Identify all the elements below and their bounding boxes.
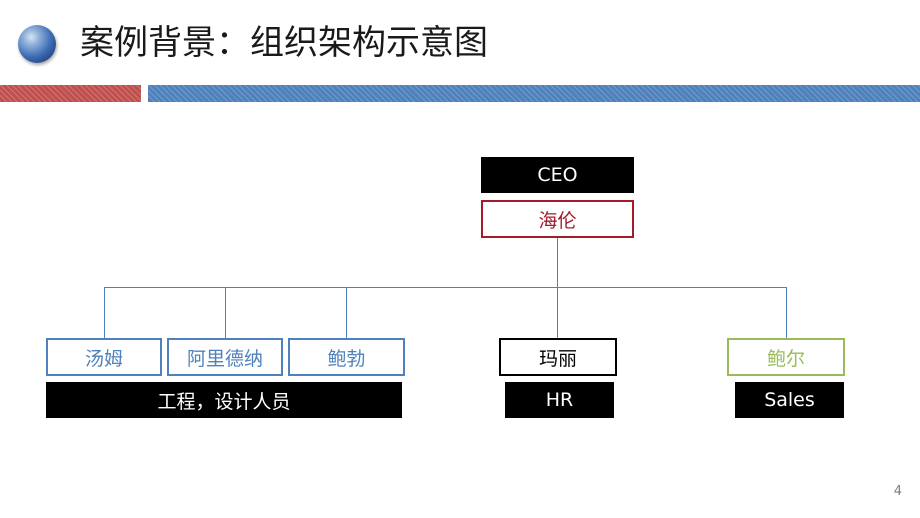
hr-role-box: HR [505,382,614,418]
ceo-role-box: CEO [481,157,634,193]
slide-title: 案例背景：组织架构示意图 [80,23,488,63]
title-bullet-orb [18,25,56,63]
sales-role-box: Sales [735,382,844,418]
engineering-member-bob: 鲍勃 [288,338,405,376]
connector-to-bob [346,287,347,338]
ceo-name-box: 海伦 [481,200,634,238]
engineering-member-alidena: 阿里德纳 [167,338,283,376]
engineering-member-tom: 汤姆 [46,338,162,376]
engineering-role-box: 工程，设计人员 [46,382,402,418]
page-number: 4 [893,484,902,499]
sales-member-paul: 鲍尔 [727,338,845,376]
title-bar-red [0,85,141,102]
connector-ceo-trunk [557,238,558,288]
connector-to-tom [104,287,105,338]
connector-to-alidena [225,287,226,338]
hr-member-mary: 玛丽 [499,338,617,376]
connector-horizontal-bus [104,287,787,288]
connector-to-mary [557,287,558,338]
title-bar-blue [148,85,920,102]
connector-to-paul [786,287,787,338]
